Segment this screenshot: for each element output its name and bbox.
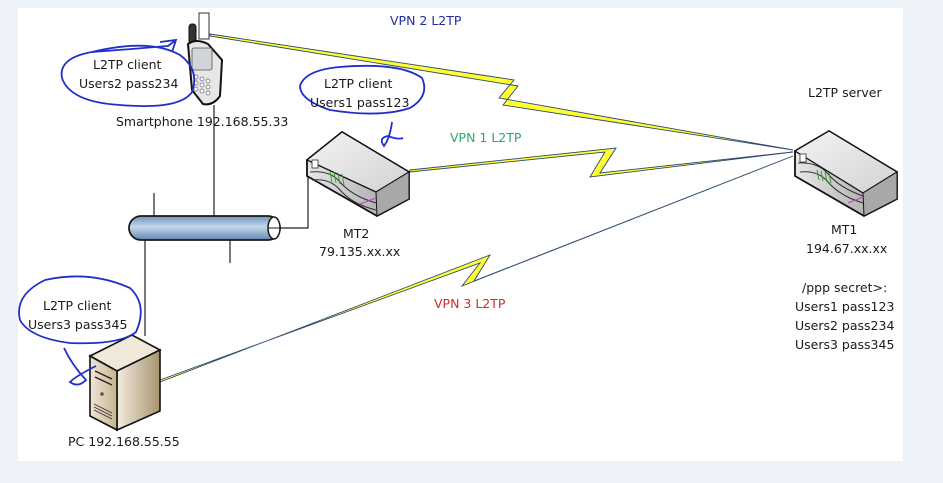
client-role: L2TP client bbox=[93, 57, 161, 72]
client-annotation-pc: L2TP client Users3 pass345 bbox=[18, 275, 142, 386]
mt2-uplink-line bbox=[280, 172, 309, 229]
smartphone-icon bbox=[186, 23, 224, 106]
vpn1-label: VPN 1 L2TP bbox=[450, 130, 522, 145]
client-annotation-smartphone: L2TP client Users2 pass234 bbox=[60, 38, 196, 107]
arrow-icon bbox=[63, 347, 97, 386]
mt1-name: MT1 bbox=[831, 222, 857, 237]
pc-tower-icon bbox=[88, 334, 162, 432]
secrets-header: /ppp secret>: bbox=[802, 280, 887, 295]
smartphone-node[interactable]: Smartphone 192.168.55.33 bbox=[116, 12, 288, 129]
ethernet-bus-icon bbox=[128, 215, 281, 241]
mt2-name: MT2 bbox=[343, 226, 369, 241]
mt1-role-label: L2TP server bbox=[808, 85, 882, 100]
hand-drawn-circle bbox=[18, 275, 142, 345]
ppp-secrets: /ppp secret>: Users1 pass123 Users2 pass… bbox=[795, 280, 894, 352]
arrow-icon bbox=[159, 38, 178, 53]
mt2-node[interactable]: MT2 79.135.xx.xx bbox=[305, 130, 411, 259]
hand-drawn-circle bbox=[299, 64, 426, 115]
mt1-ip: 194.67.xx.xx bbox=[806, 241, 887, 256]
secret-entry: Users3 pass345 bbox=[795, 337, 894, 352]
lan-wiring bbox=[144, 105, 309, 336]
client-annotation-mt2: L2TP client Users1 pass123 bbox=[299, 64, 426, 148]
client-role: L2TP client bbox=[324, 76, 392, 91]
vpn3-label: VPN 3 L2TP bbox=[434, 296, 506, 311]
antenna-box bbox=[198, 12, 210, 40]
hand-drawn-circle bbox=[60, 39, 196, 107]
client-credentials: Users2 pass234 bbox=[79, 76, 178, 91]
secret-entry: Users2 pass234 bbox=[795, 318, 894, 333]
pc-node[interactable]: PC 192.168.55.55 bbox=[68, 334, 180, 449]
vpn1-tunnel-bolt bbox=[409, 147, 794, 178]
vpn2-tunnel-bolt bbox=[209, 33, 794, 151]
router-icon bbox=[793, 129, 899, 218]
arrow-icon bbox=[380, 121, 404, 148]
client-credentials: Users1 pass123 bbox=[310, 95, 409, 110]
client-credentials: Users3 pass345 bbox=[28, 317, 127, 332]
secret-entry: Users1 pass123 bbox=[795, 299, 894, 314]
mt1-node[interactable]: L2TP server MT1 194.67.xx.xx bbox=[793, 85, 899, 256]
vpn2-label: VPN 2 L2TP bbox=[390, 13, 462, 28]
lan-bus bbox=[128, 215, 281, 241]
smartphone-label: Smartphone 192.168.55.33 bbox=[116, 114, 288, 129]
client-role: L2TP client bbox=[43, 298, 111, 313]
vpn-tunnels bbox=[159, 33, 794, 383]
pc-label: PC 192.168.55.55 bbox=[68, 434, 180, 449]
mt2-ip: 79.135.xx.xx bbox=[319, 244, 400, 259]
router-icon bbox=[305, 130, 411, 218]
vpn3-tunnel-bolt bbox=[159, 155, 794, 383]
